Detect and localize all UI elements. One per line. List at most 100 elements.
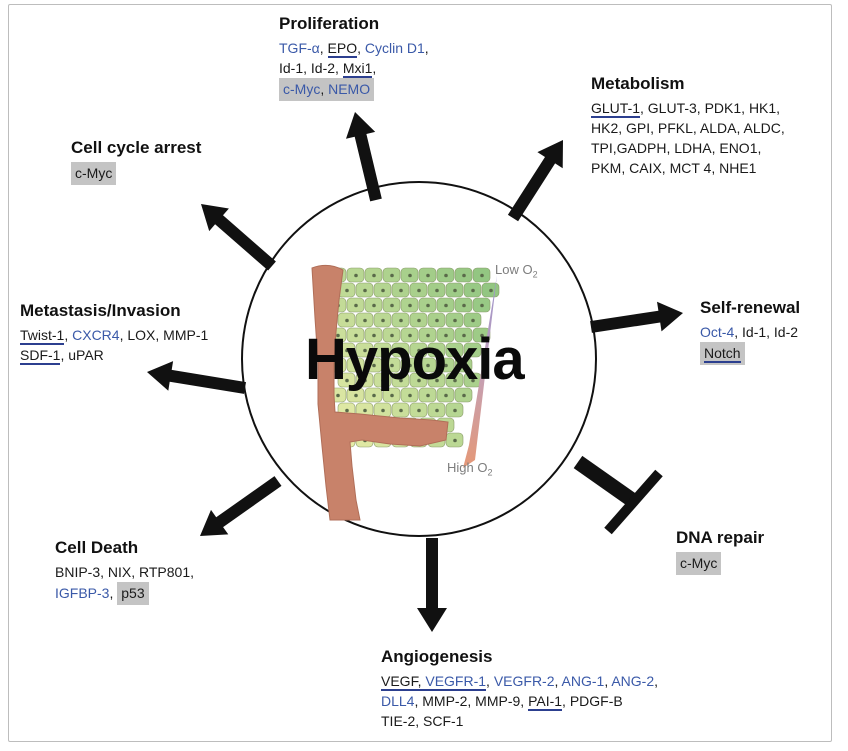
- cell-nucleus: [408, 273, 412, 278]
- sep: ,: [486, 673, 494, 689]
- low-o2-label: Low O2: [495, 262, 538, 280]
- gene-ang1: ANG-1: [561, 673, 605, 689]
- gene-mxi1: Mxi1: [342, 60, 373, 78]
- cell-nucleus: [381, 288, 385, 293]
- highlight-box: Notch: [700, 342, 745, 365]
- cell-nucleus: [354, 363, 358, 368]
- cell-nucleus: [345, 408, 349, 413]
- sep: ,: [424, 40, 429, 56]
- cell-nucleus: [426, 273, 430, 278]
- cell-nucleus: [372, 303, 376, 308]
- cell-nucleus: [462, 393, 466, 398]
- sep: ,: [415, 713, 424, 729]
- cell-nucleus: [480, 333, 484, 338]
- gene-mmp2: MMP-2: [422, 693, 468, 709]
- cell-nucleus: [372, 393, 376, 398]
- gene-oct4: Oct-4: [700, 324, 735, 340]
- gene-ang2: ANG-2: [611, 673, 655, 689]
- gene-id1: Id-1: [279, 60, 304, 76]
- sep: ,: [654, 673, 659, 689]
- sep: ,: [562, 693, 570, 709]
- cell-nucleus: [372, 363, 376, 368]
- gene-pdgfb: PDGF-B: [569, 693, 623, 709]
- gene-glut1: GLUT-1: [591, 100, 641, 118]
- cell-nucleus: [453, 288, 457, 293]
- cell-nucleus: [363, 408, 367, 413]
- cell-nucleus: [399, 318, 403, 323]
- cell-nucleus: [336, 333, 340, 338]
- high-o2-subscript: 2: [487, 467, 493, 478]
- gene-id2: Id-2: [773, 324, 799, 340]
- sep: ,: [303, 60, 311, 76]
- gene-pai1: PAI-1: [528, 693, 563, 711]
- arrow-cell-death: [200, 476, 282, 536]
- cell-cycle-arrest-title: Cell cycle arrest: [71, 138, 202, 157]
- gene-nemo: NEMO: [328, 81, 371, 97]
- cell-nucleus: [354, 303, 358, 308]
- cell-nucleus: [408, 333, 412, 338]
- sep: ,: [766, 324, 774, 340]
- cell-nucleus: [372, 273, 376, 278]
- gene-notch: Notch: [704, 345, 741, 363]
- cell-nucleus: [453, 408, 457, 413]
- angiogenesis-block: Angiogenesis VEGF, VEGFR-1, VEGFR-2, ANG…: [381, 646, 658, 731]
- cell-nucleus: [381, 348, 385, 353]
- metabolism-title: Metabolism: [591, 74, 685, 93]
- gene-cxcr4: CXCR4: [72, 327, 120, 343]
- metabolism-block: Metabolism GLUT-1, GLUT-3, PDK1, HK1, HK…: [591, 73, 785, 178]
- cell-nucleus: [444, 333, 448, 338]
- cell-nucleus: [390, 333, 394, 338]
- figure-frame: [8, 4, 832, 742]
- cell-nucleus: [363, 288, 367, 293]
- cell-nucleus: [354, 393, 358, 398]
- cell-nucleus: [345, 288, 349, 293]
- arrow-metastasis: [147, 361, 246, 394]
- gene-mmp1: MMP-1: [163, 327, 209, 343]
- gene-dll4: DLL4: [381, 693, 415, 709]
- gene-lox: LOX: [127, 327, 156, 343]
- cell-nucleus: [390, 273, 394, 278]
- sep: ,: [467, 693, 476, 709]
- sep: ,: [734, 324, 743, 340]
- sep: ,: [109, 585, 118, 601]
- gene-vegfr2: VEGFR-2: [493, 673, 555, 689]
- gene-scf1: SCF-1: [423, 713, 464, 729]
- angiogenesis-line-1: VEGF, VEGFR-1, VEGFR-2, ANG-1, ANG-2,: [381, 671, 658, 691]
- cell-nucleus: [462, 333, 466, 338]
- dna-repair-block: DNA repair c-Myc: [676, 527, 764, 575]
- cell-nucleus: [471, 378, 475, 383]
- cell-death-block: Cell Death BNIP-3, NIX, RTP801, IGFBP-3,…: [55, 537, 194, 605]
- cell-nucleus: [471, 318, 475, 323]
- cell-death-line-1: BNIP-3, NIX, RTP801,: [55, 564, 195, 580]
- metastasis-line-2: SDF-1, uPAR: [20, 345, 208, 365]
- cell-nucleus: [399, 288, 403, 293]
- cell-nucleus: [426, 333, 430, 338]
- sep: ,: [414, 693, 423, 709]
- cell-nucleus: [426, 393, 430, 398]
- cell-nucleus: [336, 393, 340, 398]
- cell-nucleus: [354, 273, 358, 278]
- gene-vegfr1: VEGFR-1: [425, 673, 487, 691]
- cell-nucleus: [381, 378, 385, 383]
- cell-nucleus: [453, 378, 457, 383]
- self-renewal-line-1: Oct-4, Id-1, Id-2: [700, 322, 800, 342]
- cell-nucleus: [462, 303, 466, 308]
- cell-nucleus: [390, 363, 394, 368]
- cell-nucleus: [471, 348, 475, 353]
- sep: ,: [320, 81, 329, 97]
- cell-nucleus: [480, 303, 484, 308]
- cell-nucleus: [408, 393, 412, 398]
- cell-nucleus: [390, 393, 394, 398]
- gene-id2: Id-2: [310, 60, 336, 76]
- dna-repair-title: DNA repair: [676, 528, 765, 547]
- gene-igfbp3: IGFBP-3: [55, 585, 110, 601]
- sep: ,: [372, 60, 377, 76]
- cell-nucleus: [399, 408, 403, 413]
- cell-death-title: Cell Death: [55, 538, 139, 557]
- cell-nucleus: [435, 318, 439, 323]
- cell-nucleus: [417, 408, 421, 413]
- cell-nucleus: [435, 378, 439, 383]
- cell-nucleus: [417, 348, 421, 353]
- metabolism-line-2: HK2, GPI, PFKL, ALDA, ALDC,: [591, 120, 785, 136]
